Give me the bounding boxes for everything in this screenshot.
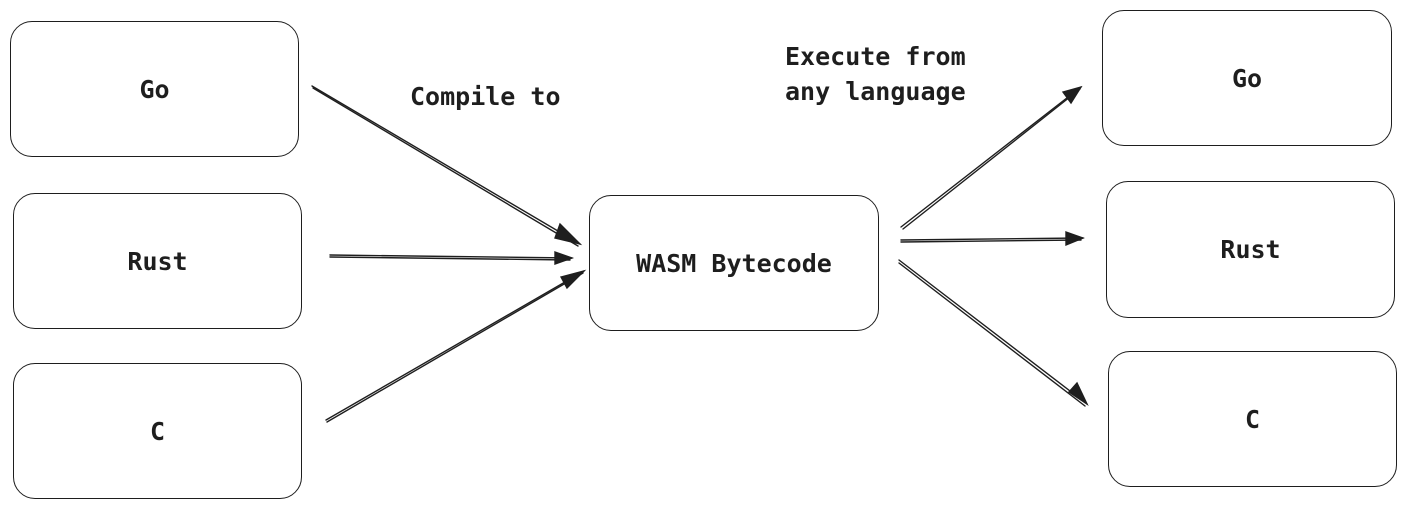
- target-label-rust: Rust: [1220, 235, 1281, 264]
- compile-to-label: Compile to: [410, 82, 561, 111]
- source-label-c: C: [149, 416, 166, 446]
- arrow-c-to-wasm: [325, 269, 587, 423]
- source-label-go: Go: [139, 74, 170, 104]
- execute-label-line2: any language: [785, 77, 966, 106]
- arrow-go-to-wasm: [311, 85, 583, 247]
- center-box-wasm: WASM Bytecode: [589, 195, 879, 331]
- arrow-rust-to-wasm: [329, 251, 575, 265]
- arrow-wasm-to-go: [900, 85, 1083, 230]
- arrow-wasm-to-c: [898, 259, 1089, 407]
- target-box-rust: Rust: [1106, 181, 1395, 318]
- source-box-go: Go: [10, 21, 299, 157]
- target-label-c: C: [1244, 404, 1261, 434]
- execute-label-line1: Execute from: [785, 42, 966, 71]
- source-box-rust: Rust: [13, 193, 302, 329]
- source-box-c: C: [13, 363, 302, 499]
- source-label-rust: Rust: [127, 246, 188, 276]
- center-label-wasm: WASM Bytecode: [636, 248, 832, 278]
- target-box-go: Go: [1102, 10, 1392, 146]
- target-label-go: Go: [1231, 63, 1263, 93]
- target-box-c: C: [1108, 351, 1397, 487]
- arrow-wasm-to-rust: [900, 231, 1085, 247]
